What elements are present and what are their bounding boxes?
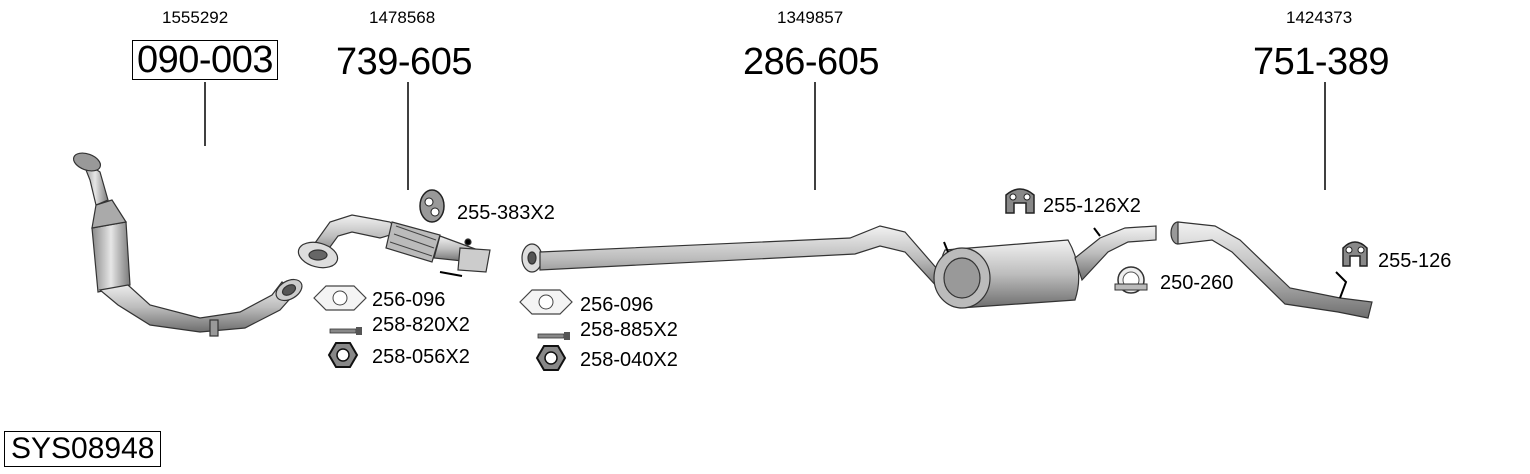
bracket xyxy=(209,319,219,337)
accessory-label[interactable]: 255-383X2 xyxy=(457,202,555,224)
rubber-mount-icon xyxy=(1342,241,1368,267)
converter-body xyxy=(91,221,131,293)
part-number[interactable]: 739-605 xyxy=(336,41,472,83)
part-number[interactable]: 751-389 xyxy=(1253,41,1389,83)
nut-icon xyxy=(327,342,359,368)
middle-pipe-with-silencer xyxy=(521,225,1157,309)
converter-cone xyxy=(91,199,127,229)
rubber-mount-icon xyxy=(1005,188,1035,214)
bolt-icon xyxy=(329,327,362,335)
bolt-icon xyxy=(537,332,570,340)
flex-section xyxy=(385,221,441,263)
part-number[interactable]: 286-605 xyxy=(743,41,879,83)
hanger-rod xyxy=(1335,271,1348,299)
oe-number: 1478568 xyxy=(369,8,436,27)
outlet-pipe xyxy=(1074,225,1157,282)
accessory-label[interactable]: 255-126 xyxy=(1378,250,1452,272)
clamp-icon xyxy=(1114,266,1148,294)
system-code-badge: SYS08948 xyxy=(4,431,162,467)
accessory-label[interactable]: 256-096 xyxy=(580,294,654,316)
oe-number: 1555292 xyxy=(162,8,229,27)
accessory-label[interactable]: 258-885X2 xyxy=(580,319,678,341)
gasket-icon xyxy=(313,285,367,311)
inlet-flange xyxy=(72,152,102,172)
accessory-label[interactable]: 258-040X2 xyxy=(580,349,678,371)
flex-front-pipe xyxy=(297,214,491,277)
long-pipe xyxy=(539,225,946,292)
accessory-label[interactable]: 255-126X2 xyxy=(1043,195,1141,217)
oe-number: 1349857 xyxy=(777,8,844,27)
accessory-label[interactable]: 258-056X2 xyxy=(372,346,470,368)
oe-number: 1424373 xyxy=(1286,8,1353,27)
accessory-label[interactable]: 250-260 xyxy=(1160,272,1234,294)
leader-lines xyxy=(204,82,1326,190)
nut-icon xyxy=(535,345,567,371)
rubber-mount-icon xyxy=(419,189,445,223)
gasket-icon xyxy=(519,289,573,315)
part-number-boxed[interactable]: 090-003 xyxy=(132,40,278,80)
catalytic-converter-front-pipe xyxy=(72,152,303,337)
tail-pipe xyxy=(1170,221,1373,319)
rear-flange xyxy=(457,247,491,273)
accessory-label[interactable]: 256-096 xyxy=(372,289,446,311)
accessory-label[interactable]: 258-820X2 xyxy=(372,314,470,336)
lower-pipe xyxy=(98,281,297,333)
